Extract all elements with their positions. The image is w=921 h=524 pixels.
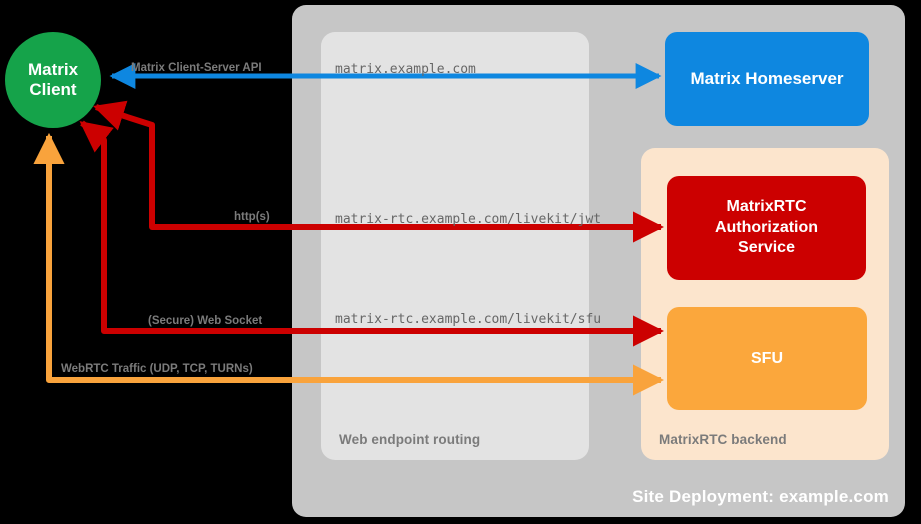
endpoint-label-matrix: matrix.example.com [335,62,476,77]
node-sfu: SFU [667,307,867,410]
node-matrix-client: Matrix Client [5,32,101,128]
web-endpoint-routing-label: Web endpoint routing [339,432,481,447]
node-matrix-homeserver: Matrix Homeserver [665,32,869,126]
web-endpoint-routing-container: Web endpoint routing [321,32,589,460]
node-matrixrtc-authorization-service: MatrixRTC Authorization Service [667,176,866,280]
connector-label-webrtc: WebRTC Traffic (UDP, TCP, TURNs) [61,363,253,375]
connector-label-client-server-api: Matrix Client-Server API [131,62,262,74]
matrixrtc-backend-label: MatrixRTC backend [659,432,787,447]
node-sfu-label: SFU [751,349,783,367]
connector-label-https: http(s) [234,211,270,223]
node-matrix-homeserver-label: Matrix Homeserver [690,69,844,88]
node-auth-service-line1: MatrixRTC [726,197,807,215]
endpoint-label-livekit-jwt: matrix-rtc.example.com/livekit/jwt [335,212,602,227]
endpoint-label-livekit-sfu: matrix-rtc.example.com/livekit/sfu [335,312,602,327]
node-auth-service-line2: Authorization [714,218,819,236]
connector-label-websocket: (Secure) Web Socket [148,315,263,327]
node-matrix-client-line2: Client [29,80,77,99]
node-auth-service-line3: Service [738,239,795,257]
node-matrix-client-line1: Matrix [27,59,79,79]
site-deployment-label: Site Deployment: example.com [632,487,889,506]
